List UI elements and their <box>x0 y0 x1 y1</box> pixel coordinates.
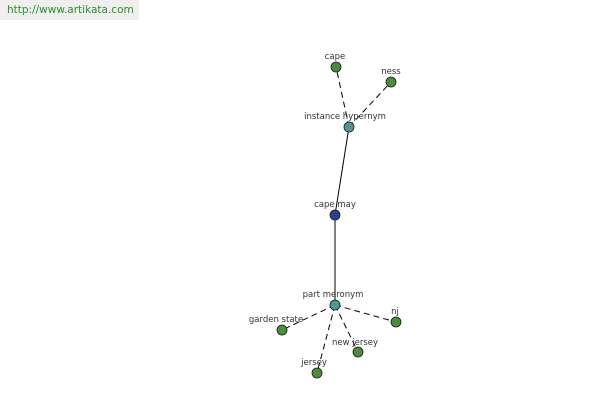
node-jersey-dot[interactable] <box>311 367 323 379</box>
edge-instance-hypernym-to-cape <box>335 66 350 128</box>
node-ness[interactable]: ness <box>381 67 401 88</box>
node-new-jersey[interactable]: new jersey <box>332 338 378 358</box>
nodes-layer: cape may instance hypernym part meronym cap… <box>249 52 402 379</box>
node-cape-may-label: cape may <box>314 200 356 210</box>
edge-instance-hypernym-to-ness <box>348 81 392 128</box>
node-cape[interactable]: cape <box>325 52 346 73</box>
node-nj[interactable]: nj <box>390 307 402 328</box>
edge-part-meronym-to-new-jersey <box>334 304 359 353</box>
edge-part-meronym-to-nj <box>334 304 397 323</box>
node-cape-may[interactable]: cape may <box>314 200 356 221</box>
node-cape-label: cape <box>325 52 346 62</box>
site-url[interactable]: http://www.artikata.com <box>0 0 139 20</box>
edge-part-meronym-to-jersey <box>316 304 336 374</box>
node-garden-state[interactable]: garden state <box>249 315 303 336</box>
node-cape-dot[interactable] <box>330 61 342 73</box>
node-nj-dot[interactable] <box>390 316 402 328</box>
node-ness-dot[interactable] <box>385 76 397 88</box>
edge-cape-may-to-instance-hypernym <box>334 126 350 216</box>
edges-layer <box>281 66 397 374</box>
node-new-jersey-dot[interactable] <box>352 346 364 358</box>
node-jersey[interactable]: jersey <box>300 358 327 379</box>
node-instance-hypernym-label: instance hypernym <box>304 112 386 122</box>
node-jersey-label: jersey <box>300 358 327 368</box>
node-part-meronym-dot[interactable] <box>329 299 341 311</box>
node-part-meronym-label: part meronym <box>303 290 364 300</box>
node-ness-label: ness <box>381 67 401 77</box>
node-instance-hypernym-dot[interactable] <box>343 121 355 133</box>
node-new-jersey-label: new jersey <box>332 338 378 348</box>
node-nj-label: nj <box>391 307 399 317</box>
node-instance-hypernym[interactable]: instance hypernym <box>304 112 386 133</box>
node-part-meronym[interactable]: part meronym <box>303 290 364 311</box>
node-garden-state-dot[interactable] <box>276 324 288 336</box>
node-garden-state-label: garden state <box>249 315 303 325</box>
node-cape-may-dot[interactable] <box>329 209 341 221</box>
